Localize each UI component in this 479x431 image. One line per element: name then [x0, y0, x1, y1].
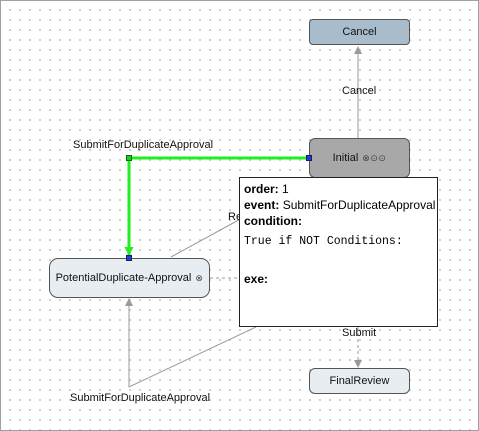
popup-order-value: 1 — [282, 182, 289, 196]
state-initial[interactable]: Initial ⊗⊙⊙ — [309, 138, 410, 178]
state-potential-label: PotentialDuplicate-Approval — [55, 272, 192, 284]
state-initial-label: Initial — [332, 152, 359, 164]
edge-label-re-partial[interactable]: Re — [228, 211, 243, 223]
popup-exe-label: exe: — [244, 272, 269, 286]
edge-target-handle[interactable] — [126, 255, 132, 261]
edge-source-handle[interactable] — [306, 155, 312, 161]
state-final-review[interactable]: FinalReview — [309, 368, 410, 394]
edge-bottom-loop[interactable] — [125, 298, 257, 388]
popup-condition-row: condition: — [244, 213, 433, 229]
edge-potential-to-initial[interactable] — [170, 215, 247, 258]
edge-label-submit[interactable]: Submit — [342, 327, 377, 339]
edge-bend-handle[interactable] — [126, 155, 132, 161]
edge-label-cancel[interactable]: Cancel — [342, 85, 377, 97]
popup-event-row: event: SubmitForDuplicateApproval — [244, 197, 436, 213]
state-final-label: FinalReview — [329, 375, 390, 387]
popup-condition-label: condition: — [244, 214, 302, 228]
edge-label-submit-dup-top[interactable]: SubmitForDuplicateApproval — [73, 139, 214, 151]
edge-label-submit-dup-bottom[interactable]: SubmitForDuplicateApproval — [70, 392, 211, 404]
state-potential-duplicate-approval[interactable]: PotentialDuplicate-Approval ⊗ — [49, 258, 210, 298]
popup-order-label: order: — [244, 182, 279, 196]
state-potential-flag-icon: ⊗ — [195, 272, 204, 283]
popup-event-label: event: — [244, 198, 280, 212]
popup-order-row: order: 1 — [244, 181, 433, 197]
state-initial-flag-icons: ⊗⊙⊙ — [362, 152, 387, 163]
state-cancel-label: Cancel — [342, 26, 377, 38]
state-cancel[interactable]: Cancel — [309, 19, 410, 45]
transition-details-popup: order: 1 event: SubmitForDuplicateApprov… — [239, 177, 438, 327]
popup-condition-value: True if NOT Conditions: — [244, 235, 403, 248]
popup-exe-row: exe: — [244, 271, 433, 287]
popup-event-value: SubmitForDuplicateApproval — [282, 198, 436, 212]
